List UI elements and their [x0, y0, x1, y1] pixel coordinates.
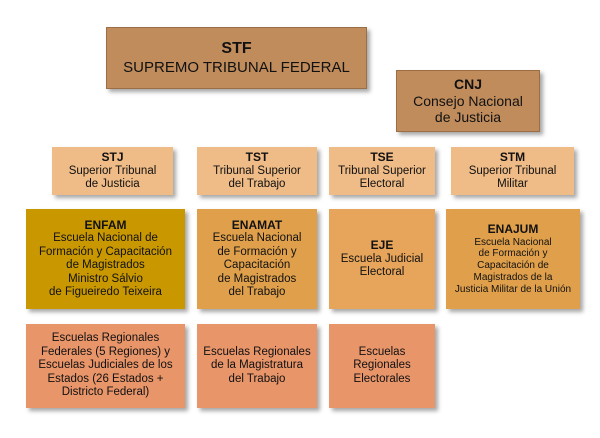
node-regional-electoral: Escuelas Regionales Electorales — [329, 324, 435, 408]
node-regional-trabajo-name: Escuelas Regionales de la Magistratura d… — [203, 345, 311, 385]
node-stf-name: SUPREMO TRIBUNAL FEDERAL — [123, 58, 350, 76]
node-enfam: ENFAM Escuela Nacional de Formación y Ca… — [26, 209, 185, 309]
node-enamat: ENAMAT Escuela Nacional de Formación y C… — [197, 209, 317, 309]
node-tse-name: Tribunal Superior Electoral — [338, 164, 426, 191]
node-stf: STF SUPREMO TRIBUNAL FEDERAL — [106, 27, 367, 89]
node-enamat-code: ENAMAT — [231, 218, 283, 233]
node-enfam-code: ENFAM — [84, 218, 127, 233]
node-regional-federal-name: Escuelas Regionales Federales (5 Regione… — [38, 332, 173, 399]
node-enajum-name: Escuela Nacional de Formación y Capacita… — [454, 236, 572, 295]
node-stj-code: STJ — [101, 150, 124, 165]
node-enfam-name: Escuela Nacional de Formación y Capacita… — [39, 232, 172, 299]
node-regional-federal: Escuelas Regionales Federales (5 Regione… — [26, 324, 185, 408]
node-stm-name: Superior Tribunal Militar — [468, 164, 557, 191]
node-tst: TST Tribunal Superior del Trabajo — [197, 147, 317, 195]
node-stj: STJ Superior Tribunal de Justicia — [52, 147, 173, 195]
node-enamat-name: Escuela Nacional de Formación y Capacita… — [212, 232, 302, 299]
node-tst-name: Tribunal Superior del Trabajo — [213, 164, 301, 191]
node-enajum: ENAJUM Escuela Nacional de Formación y C… — [446, 209, 580, 309]
node-eje: EJE Escuela Judicial Electoral — [329, 209, 435, 309]
node-eje-name: Escuela Judicial Electoral — [340, 252, 424, 279]
node-cnj: CNJ Consejo Nacional de Justicia — [396, 70, 540, 132]
node-stm-code: STM — [499, 150, 526, 165]
node-eje-code: EJE — [370, 238, 394, 253]
node-regional-electoral-name: Escuelas Regionales Electorales — [353, 345, 411, 385]
node-stm: STM Superior Tribunal Militar — [451, 147, 574, 195]
node-cnj-name: Consejo Nacional de Justicia — [413, 92, 523, 126]
node-regional-trabajo: Escuelas Regionales de la Magistratura d… — [197, 324, 317, 408]
node-enajum-code: ENAJUM — [487, 222, 539, 237]
node-stf-code: STF — [221, 39, 252, 57]
node-tse: TSE Tribunal Superior Electoral — [329, 147, 435, 195]
node-cnj-code: CNJ — [453, 76, 482, 93]
node-tse-code: TSE — [370, 150, 394, 165]
node-stj-name: Superior Tribunal de Justicia — [68, 164, 157, 191]
node-tst-code: TST — [245, 150, 269, 165]
